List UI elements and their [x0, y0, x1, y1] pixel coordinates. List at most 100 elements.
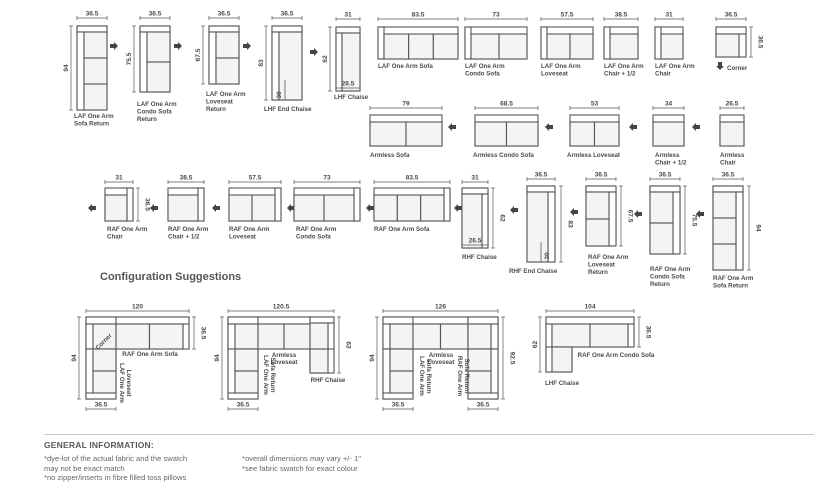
general-info-notes-left: *dye-lot of the actual fabric and the sw…: [44, 454, 187, 483]
arm: [197, 187, 205, 222]
piece-label: Loveseat: [541, 70, 568, 77]
seat-cushion: [505, 121, 539, 147]
dimension-label: 104: [584, 304, 595, 311]
arm: [126, 187, 134, 222]
seat-cushion: [712, 243, 737, 271]
arrow-left-icon: [287, 204, 295, 212]
seat-cushion: [569, 33, 594, 60]
arrow-down-icon: [716, 62, 724, 70]
piece-label: Sofa Return: [74, 120, 109, 127]
piece-label: Chair + 1/2: [168, 233, 200, 240]
arrow-left-icon: [629, 123, 637, 131]
back: [467, 316, 499, 325]
dimension-label: 94: [214, 354, 221, 362]
dimension-label: 57.5: [249, 175, 262, 182]
dimension-label: 62: [322, 55, 329, 63]
piece-label: Armless Condo Sofa: [473, 152, 534, 159]
piece-label: Loveseat: [588, 261, 615, 268]
seat-cushion: [167, 194, 199, 222]
arm: [526, 185, 556, 193]
back: [76, 31, 85, 111]
arrow-left-icon: [212, 204, 220, 212]
seat-cushion: [585, 191, 610, 220]
arrow-left-icon: [88, 204, 96, 212]
piece-label: Chair: [720, 159, 736, 166]
dimension-label: 36.5: [281, 11, 294, 18]
seat-cushion: [83, 57, 108, 85]
note: *overall dimensions may vary +/- 1": [242, 454, 361, 463]
dimension-label: 62: [345, 341, 352, 349]
piece-label: RAF One Arm Sofa: [122, 351, 178, 358]
seat-cushion: [526, 191, 549, 263]
back: [139, 31, 148, 93]
dimension-label: 79: [402, 101, 410, 108]
dimension-label: 75.5: [691, 214, 698, 227]
piece-label: Armless: [655, 152, 680, 159]
arrow-left-icon: [366, 204, 374, 212]
arrow-right-icon: [174, 42, 182, 50]
back: [382, 316, 414, 325]
arrow-left-icon: [696, 210, 704, 218]
dimension-label: 73: [492, 12, 500, 19]
seat-cushion: [420, 194, 445, 222]
arm: [182, 323, 190, 350]
back: [227, 348, 236, 400]
dimension-label: 126: [435, 304, 446, 311]
seat-cushion: [715, 33, 740, 58]
seat-cushion: [234, 348, 259, 372]
arrow-left-icon: [510, 206, 518, 214]
seat-cushion: [474, 121, 508, 147]
piece-label: Condo Sofa: [465, 70, 500, 77]
arm: [649, 185, 681, 193]
dimension-label: 62: [499, 214, 506, 222]
arrow-left-icon: [150, 204, 158, 212]
note: *see fabric swatch for exact colour: [242, 463, 358, 473]
seat-cushion: [551, 323, 591, 348]
arm: [353, 187, 361, 222]
piece-label: LAF One Arm: [604, 63, 644, 70]
seat-cushion: [467, 348, 492, 372]
piece-label: RHF End Chaise: [509, 268, 558, 275]
general-information: GENERAL INFORMATION: *dye-lot of the act…: [44, 434, 814, 493]
dimension-label: 26.5: [726, 101, 739, 108]
arrow-right-icon: [243, 42, 251, 50]
dimension-label: 31: [471, 175, 479, 182]
seat-cushion: [593, 121, 620, 147]
seat-cushion: [470, 33, 500, 60]
piece-label: Sofa Return: [269, 357, 276, 392]
piece-label: Armless Loveseat: [567, 152, 620, 159]
piece-label: LAF One Arm Sofa: [378, 63, 433, 70]
dimension-label: 31: [115, 175, 123, 182]
seat-cushion: [257, 323, 285, 350]
seat-cushion: [323, 194, 355, 222]
seat-cushion: [551, 346, 573, 373]
dimension-label: 36.5: [722, 172, 735, 179]
seat-cushion: [228, 194, 253, 222]
dimension-label: 34: [665, 101, 673, 108]
piece-label: Sofa Return: [425, 358, 432, 393]
arm: [309, 316, 335, 324]
arm: [271, 25, 303, 33]
arm: [85, 392, 117, 400]
back: [85, 348, 94, 400]
seat-cushion: [652, 121, 685, 147]
seat-cushion: [83, 83, 108, 111]
piece-label: Loveseat: [206, 98, 233, 105]
piece-label: LAF One Arm: [118, 363, 125, 403]
seat-cushion: [569, 121, 596, 147]
dimension-label: 120.5: [273, 304, 290, 311]
back: [85, 323, 94, 350]
piece-label: Return: [137, 116, 157, 123]
back: [271, 31, 280, 101]
piece-label: LAF One Arm: [262, 355, 269, 395]
arm: [654, 26, 662, 60]
seat-cushion: [660, 33, 684, 60]
general-info-notes-right: *overall dimensions may vary +/- 1" *see…: [242, 454, 361, 473]
piece-label: LHF End Chaise: [264, 106, 312, 113]
dimension-label: 36.5: [392, 402, 405, 409]
seat-cushion: [115, 323, 151, 350]
dimension-label: 83.5: [412, 12, 425, 19]
piece-label: RAF One Arm Sofa: [374, 226, 430, 233]
arrow-left-icon: [570, 208, 578, 216]
